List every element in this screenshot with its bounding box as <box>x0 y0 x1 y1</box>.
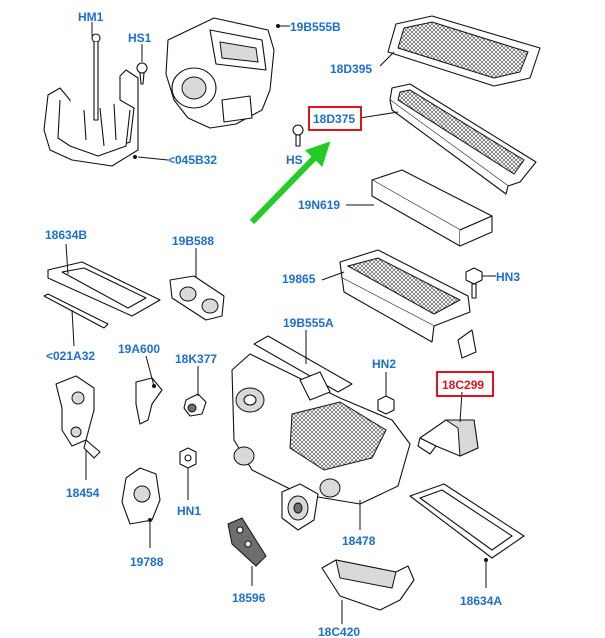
seal-19b588 <box>169 275 225 321</box>
label-19n619[interactable]: 19N619 <box>298 198 340 212</box>
label-19865[interactable]: 19865 <box>282 272 316 286</box>
cabin-filter-18d375 <box>389 83 537 195</box>
label-hs1[interactable]: HS1 <box>128 31 152 45</box>
label-18d375[interactable]: 18D375 <box>313 112 355 126</box>
nut-hn3 <box>465 267 483 299</box>
actuator-19a600 <box>135 377 163 425</box>
filter-19865 <box>339 249 477 359</box>
label-hs-partial[interactable]: HS <box>286 153 303 167</box>
label-18596[interactable]: 18596 <box>232 591 266 605</box>
label-19a600[interactable]: 19A600 <box>118 342 160 356</box>
label-19b555b[interactable]: 19B555B <box>290 20 341 34</box>
nut-hn1 <box>179 447 197 469</box>
label-18c299[interactable]: 18C299 <box>442 378 484 392</box>
green-pointer-arrow <box>249 141 331 225</box>
screw-hs1 <box>136 62 148 85</box>
label-hm1[interactable]: HM1 <box>78 10 104 24</box>
label-hn2[interactable]: HN2 <box>372 357 396 371</box>
screw-hs <box>292 124 304 147</box>
highlight-box-18c299 <box>436 371 494 397</box>
label-021a32[interactable]: <021A32 <box>46 349 95 363</box>
duct-18c299 <box>417 419 479 457</box>
label-18d395[interactable]: 18D395 <box>330 62 372 76</box>
gasket-18634b <box>47 261 161 317</box>
label-19788[interactable]: 19788 <box>130 555 164 569</box>
heater-housing-19b555a <box>231 335 411 505</box>
mounting-bracket-045b32 <box>43 33 139 167</box>
label-18478[interactable]: 18478 <box>342 534 376 548</box>
label-18634b[interactable]: 18634B <box>45 228 87 242</box>
label-18k377[interactable]: 18K377 <box>175 352 217 366</box>
label-18454[interactable]: 18454 <box>66 486 100 500</box>
label-19b555a[interactable]: 19B555A <box>283 316 334 330</box>
label-hn1[interactable]: HN1 <box>177 504 201 518</box>
label-045b32[interactable]: <045B32 <box>168 153 217 167</box>
blower-housing-19b555b <box>165 17 280 129</box>
actuator-19788 <box>121 467 161 525</box>
highlight-box-18d375 <box>308 106 362 131</box>
filter-frame-18d395 <box>387 15 541 87</box>
sensor-18k377 <box>183 393 207 417</box>
label-19b588[interactable]: 19B588 <box>172 234 214 248</box>
label-18634a[interactable]: 18634A <box>460 594 502 608</box>
resistor-18596 <box>227 517 267 567</box>
label-hn3[interactable]: HN3 <box>496 270 520 284</box>
blower-motor-18478 <box>281 483 319 531</box>
duct-18c420 <box>321 559 415 611</box>
label-18c420[interactable]: 18C420 <box>318 625 360 638</box>
seal-strip-021a32 <box>43 293 109 329</box>
filter-19n619 <box>371 169 493 247</box>
actuator-18454 <box>55 375 101 459</box>
gasket-18634a <box>409 483 525 562</box>
nut-hn2 <box>377 395 395 415</box>
